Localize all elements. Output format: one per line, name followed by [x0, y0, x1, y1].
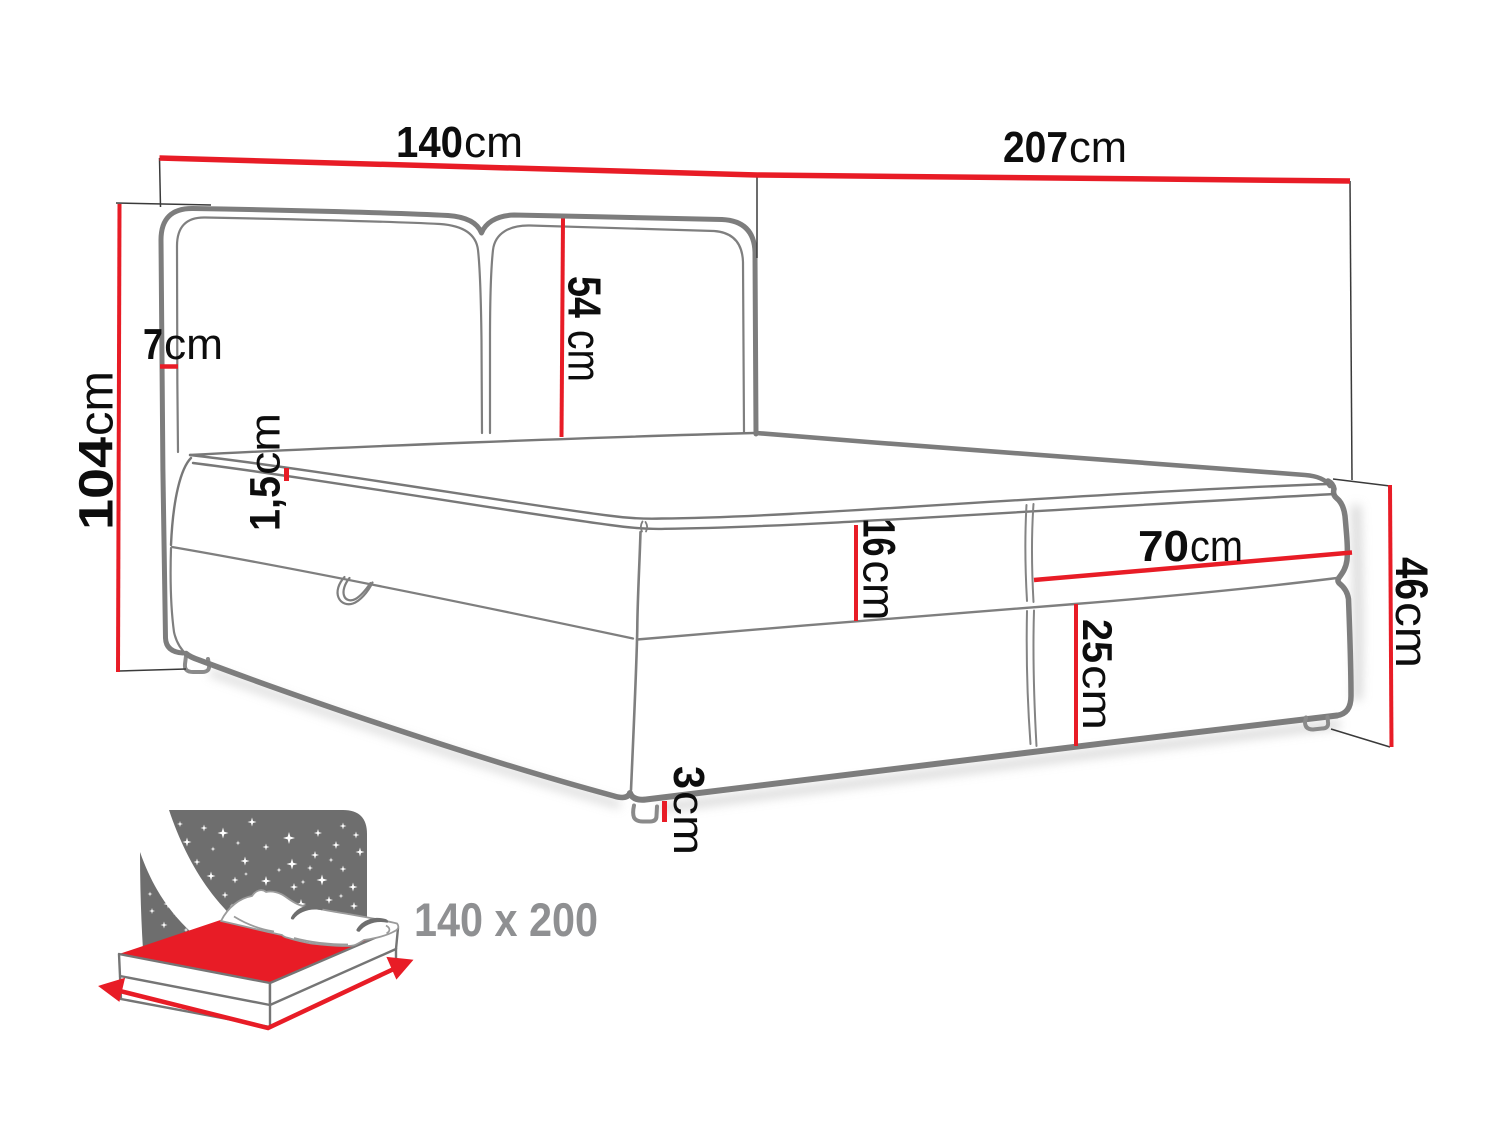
svg-text:70: 70 [1138, 522, 1189, 571]
svg-text:16cm: 16cm [854, 519, 905, 621]
svg-text:25cm: 25cm [1074, 619, 1121, 730]
svg-text:140 x 200: 140 x 200 [414, 893, 598, 946]
svg-text:7: 7 [143, 320, 163, 369]
svg-text:cm: cm [464, 118, 523, 167]
svg-text:cm: cm [164, 320, 223, 369]
svg-text:3cm: 3cm [664, 766, 713, 855]
svg-text:1,5cm: 1,5cm [242, 413, 290, 531]
svg-text:207: 207 [1003, 123, 1068, 172]
svg-text:cm: cm [1069, 123, 1127, 172]
svg-text:140: 140 [396, 118, 463, 167]
svg-text:46cm: 46cm [1386, 557, 1437, 668]
svg-text:54cm: 54cm [559, 276, 611, 382]
svg-text:cm: cm [1190, 522, 1243, 571]
svg-text:104cm: 104cm [71, 371, 124, 530]
